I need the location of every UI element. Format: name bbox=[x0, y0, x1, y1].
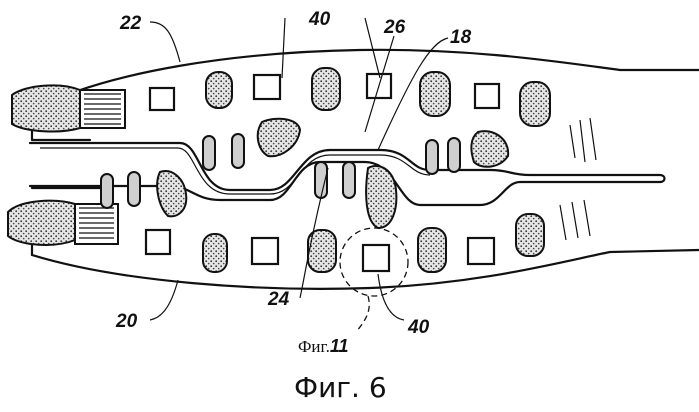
window bbox=[468, 238, 494, 264]
detail-callout: Фиг.11 bbox=[298, 336, 349, 356]
figure-caption: Фиг. 6 bbox=[294, 371, 387, 404]
ref-40-top: 40 bbox=[308, 9, 331, 30]
window bbox=[146, 230, 170, 254]
detail-callout-number: 11 bbox=[330, 336, 349, 356]
window bbox=[475, 84, 499, 108]
ref-18: 18 bbox=[450, 27, 472, 48]
detail-callout-prefix: Фиг. bbox=[298, 337, 330, 356]
window bbox=[254, 75, 280, 99]
window bbox=[363, 245, 389, 271]
ref-22: 22 bbox=[119, 13, 142, 34]
handle-hatching bbox=[560, 118, 596, 240]
detail-leader bbox=[356, 296, 369, 332]
window bbox=[150, 88, 174, 110]
ref-26: 26 bbox=[383, 17, 406, 38]
window bbox=[252, 238, 278, 264]
ref-40-bottom: 40 bbox=[407, 317, 430, 338]
ref-20: 20 bbox=[115, 311, 138, 332]
ref-24: 24 bbox=[267, 289, 290, 310]
left-tips bbox=[8, 85, 125, 245]
